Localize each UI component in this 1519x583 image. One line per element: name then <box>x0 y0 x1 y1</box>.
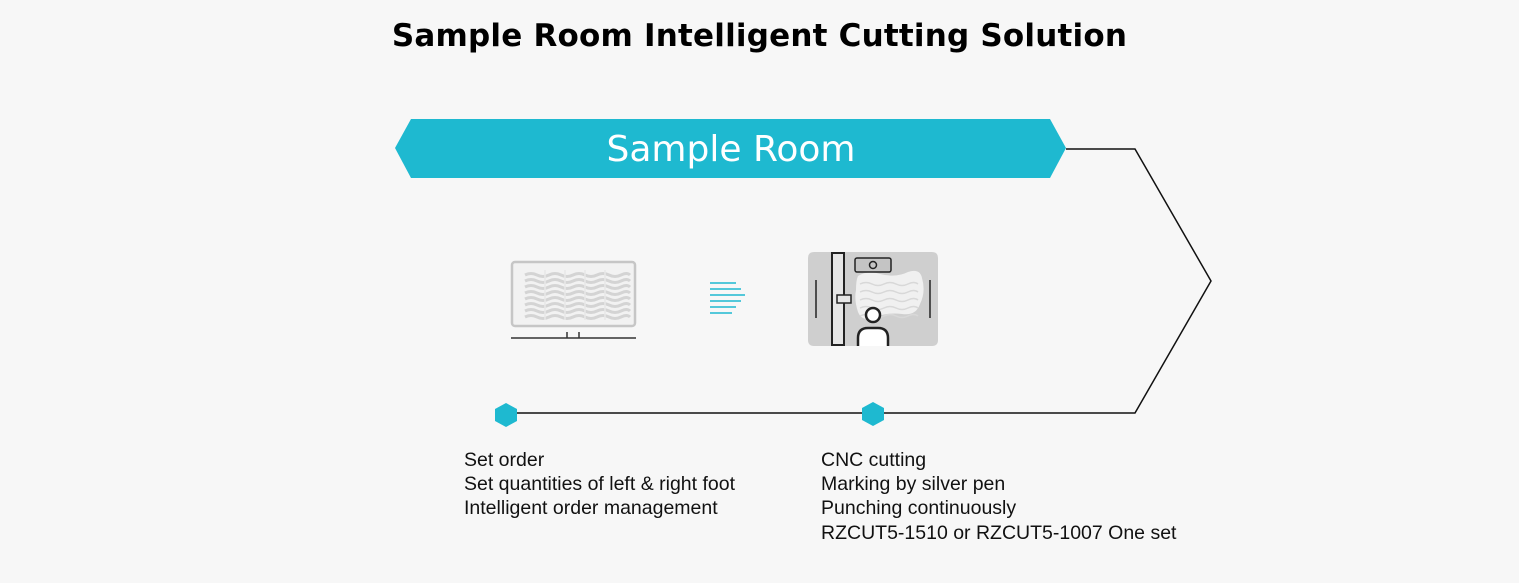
step-1-line: Intelligent order management <box>464 497 718 520</box>
step-2-description: CNC cutting Marking by silver pen Punchi… <box>821 448 1176 545</box>
step-2-line: CNC cutting <box>821 449 927 471</box>
step-node-2 <box>862 402 884 426</box>
cnc-cutting-machine-icon <box>808 252 938 346</box>
banner-label: Sample Room <box>606 128 856 170</box>
step-node-1 <box>495 403 517 427</box>
step-2-line: RZCUT5-1510 or RZCUT5-1007 One set <box>821 521 1177 544</box>
step-2-line: Marking by silver pen <box>821 473 1006 496</box>
data-transfer-icon <box>710 282 745 314</box>
banner-shape <box>395 119 1066 178</box>
flow-connector-line <box>506 148 1212 414</box>
page-title: Sample Room Intelligent Cutting Solution <box>391 18 1128 54</box>
step-1-line: Set order <box>464 449 545 471</box>
step-2-line: Punching continuously <box>821 497 1017 520</box>
step-1-line: Set quantities of left & right foot <box>464 473 735 496</box>
computer-monitor-icon <box>510 260 637 339</box>
step-1-description: Set order Set quantities of left & right… <box>464 448 735 521</box>
